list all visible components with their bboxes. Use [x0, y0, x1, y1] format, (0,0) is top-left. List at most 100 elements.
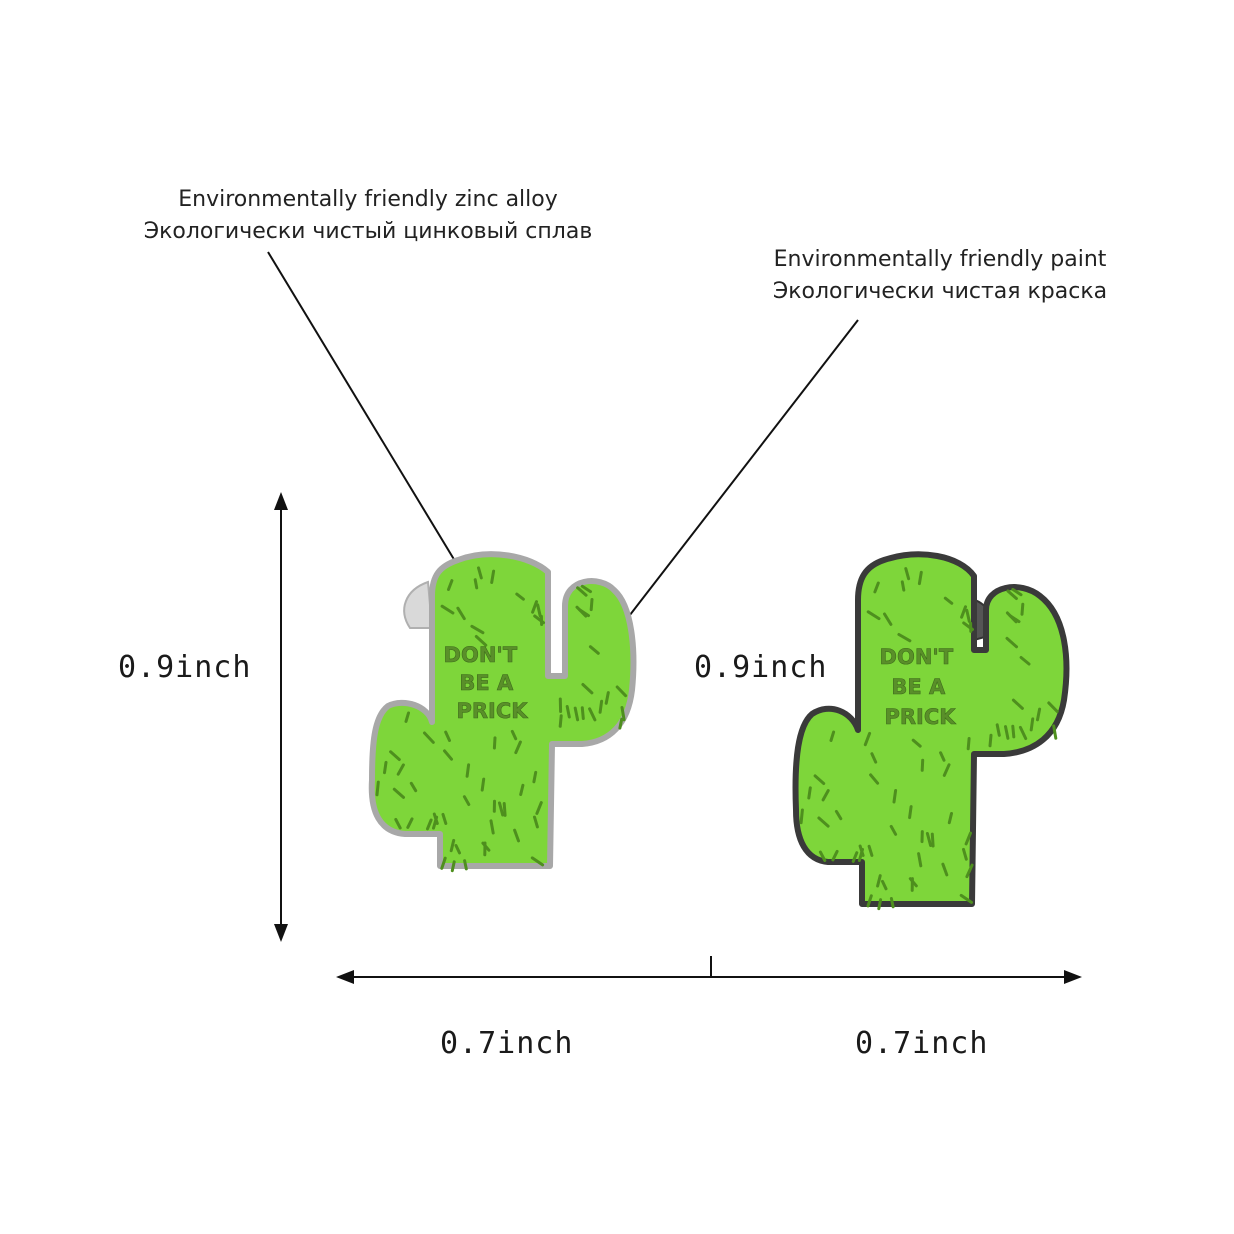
- callout-paint-ru: Экологически чистая краска: [772, 279, 1108, 304]
- cactus-spine: [440, 856, 447, 870]
- cactus-spine: [964, 831, 972, 846]
- cactus-spine: [821, 789, 830, 802]
- cactus-spine: [454, 844, 461, 855]
- cactus-spine: [892, 789, 898, 804]
- cactus-spine: [881, 879, 888, 891]
- cactus-spine: [877, 898, 883, 911]
- cactus-spine: [383, 760, 388, 775]
- cactus-spine: [530, 856, 545, 867]
- callout-paint: Environmentally friendly paint Экологиче…: [740, 244, 1140, 308]
- cactus-spine: [404, 711, 410, 723]
- cactus-spine: [960, 605, 967, 619]
- cactus-spine: [818, 850, 827, 862]
- cactus-spine: [876, 874, 882, 888]
- cactus-spine: [375, 780, 380, 797]
- cactus-spine: [1029, 717, 1035, 732]
- leader-line-zinc: [267, 251, 459, 567]
- cactus-spine: [423, 731, 435, 744]
- cactus-spine: [450, 860, 456, 873]
- cactus-spine: [866, 610, 881, 621]
- cactus-spine: [533, 815, 539, 829]
- cactus-spine: [573, 706, 580, 722]
- cactus-spine: [1018, 725, 1028, 740]
- cactus-spine: [447, 579, 454, 591]
- cactus-spine: [580, 584, 592, 594]
- cactus-spine: [813, 774, 826, 785]
- pin-right-line-3: PRICK: [884, 705, 956, 729]
- cactus-spine: [589, 598, 594, 612]
- cactus-spine: [519, 783, 525, 796]
- cactus-spine: [863, 731, 872, 747]
- height-label-left: 0.9inch: [118, 650, 252, 685]
- width-arrow: [336, 956, 1082, 984]
- cactus-spine: [536, 603, 542, 618]
- cactus-spine: [834, 809, 843, 821]
- cactus-spine: [615, 685, 628, 698]
- cactus-spine: [394, 818, 402, 830]
- cactus-spine: [588, 645, 600, 655]
- cactus-spine: [930, 832, 935, 848]
- cactus-spine: [465, 763, 471, 778]
- cactus-spine: [917, 852, 923, 868]
- cactus-spine: [942, 763, 951, 777]
- cactus-spine: [1005, 636, 1018, 649]
- cactus-spine: [565, 705, 571, 719]
- cactus-spine: [943, 596, 954, 605]
- cactus-spine: [917, 570, 923, 586]
- cactus-spine: [580, 706, 585, 720]
- cactus-spine: [575, 605, 588, 618]
- cactus-spine: [883, 612, 893, 626]
- cactus-spine: [449, 838, 456, 853]
- cactus-spine: [477, 566, 483, 580]
- cactus-spine: [443, 749, 453, 761]
- cactus-spine: [558, 714, 563, 728]
- callout-zinc-alloy-en: Environmentally friendly zinc alloy: [178, 187, 558, 212]
- cactus-spine: [463, 859, 468, 871]
- cactus-spine: [480, 777, 486, 792]
- cactus-spine: [897, 633, 912, 643]
- cactus-spine: [925, 832, 933, 847]
- cactus-spine: [995, 723, 1001, 737]
- cactus-spine: [514, 740, 522, 755]
- cactus-spine: [462, 795, 471, 806]
- width-label-left: 0.7inch: [440, 1026, 574, 1061]
- cactus-spine: [867, 844, 874, 857]
- pin-left-line-1: DON'T: [444, 643, 518, 667]
- cactus-spine: [396, 763, 405, 776]
- cactus-spine: [604, 691, 610, 705]
- cactus-spine: [941, 862, 949, 877]
- cactus-spine: [869, 773, 880, 785]
- cactus-spine: [470, 624, 485, 635]
- cactus-spine: [1011, 698, 1024, 710]
- cactus-spine: [392, 787, 405, 799]
- cactus-spine: [389, 750, 401, 761]
- cactus-spine: [533, 614, 545, 625]
- cactus-spine: [426, 818, 433, 831]
- cactus-spine: [513, 828, 520, 843]
- cactus-spine: [1011, 587, 1023, 597]
- cactus-spine: [866, 894, 873, 908]
- cactus-spine: [829, 730, 836, 742]
- cactus-spine: [939, 751, 946, 762]
- cactus-spine: [492, 736, 497, 750]
- callout-paint-en: Environmentally friendly paint: [773, 247, 1107, 272]
- pin-left-line-3: PRICK: [456, 699, 528, 723]
- cactus-spine: [873, 581, 880, 594]
- cactus-spine: [1011, 724, 1016, 739]
- cactus-spine: [620, 706, 626, 722]
- cactus-spine: [947, 812, 953, 825]
- cactus-spine: [962, 847, 968, 861]
- cactus-spine: [889, 824, 898, 836]
- cactus-spine: [858, 844, 865, 857]
- cactus-spine: [618, 717, 624, 730]
- cactus-spine: [532, 770, 538, 784]
- cactus-spine: [1047, 701, 1059, 713]
- cactus-spine: [409, 781, 418, 793]
- cactus-spine: [490, 569, 496, 584]
- cactus-spine: [900, 580, 906, 592]
- cactus-spine: [911, 738, 922, 748]
- cactus-spine: [581, 683, 594, 695]
- cactus-spine: [920, 758, 925, 772]
- cactus-spine: [489, 819, 495, 835]
